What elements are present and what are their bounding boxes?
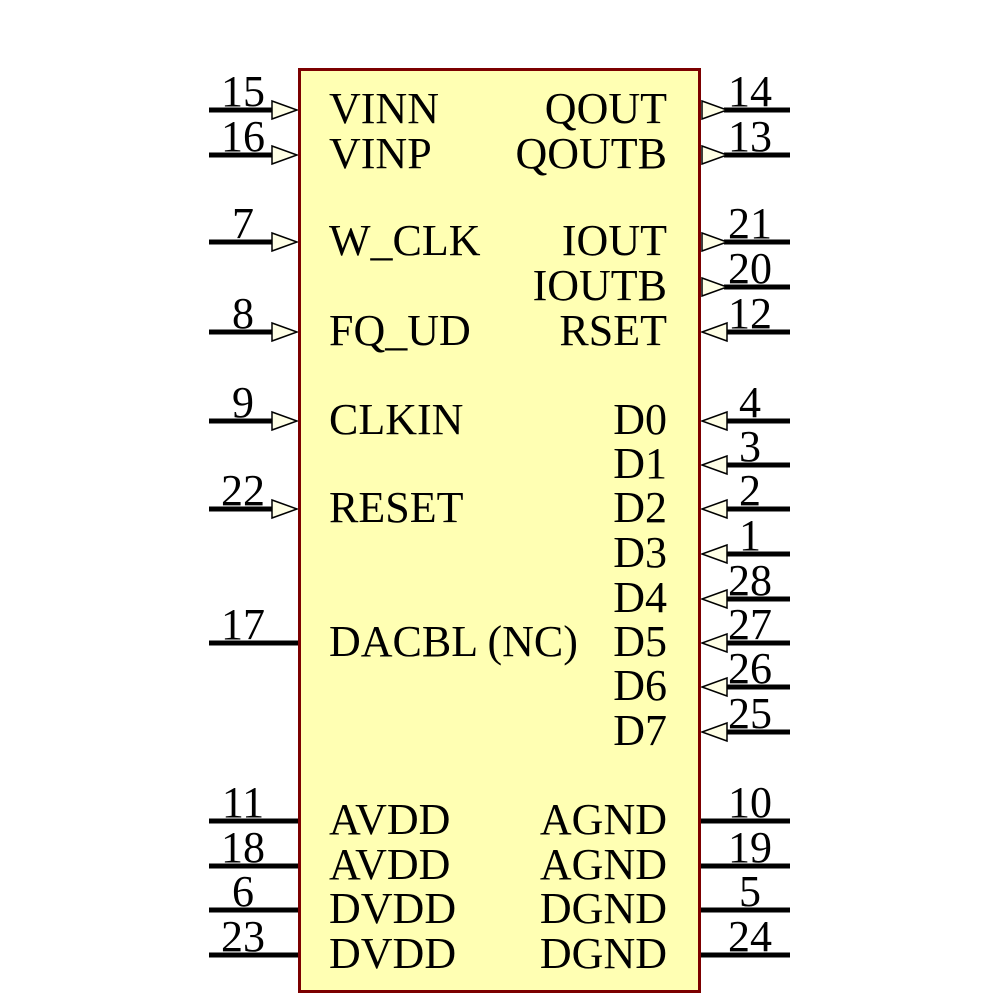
pin-label: FQ_UD <box>329 306 471 355</box>
pin-number: 10 <box>728 778 772 827</box>
pin-number: 1 <box>739 511 761 560</box>
pin-label: D3 <box>613 528 667 577</box>
pin-label: DVDD <box>329 929 457 978</box>
pin-number: 23 <box>221 912 265 961</box>
input-arrow-icon <box>699 410 728 432</box>
input-arrow-icon <box>271 498 300 520</box>
pin-number: 14 <box>728 67 772 116</box>
pin-label: DVDD <box>329 884 457 933</box>
pin-number: 4 <box>739 378 761 427</box>
pin-number: 28 <box>728 556 772 605</box>
input-arrow-icon <box>699 588 728 610</box>
pin-label: VINP <box>329 129 432 178</box>
input-arrow-icon <box>271 410 300 432</box>
pin-number: 21 <box>728 199 772 248</box>
input-arrow-icon <box>699 321 728 343</box>
output-arrow-icon <box>701 144 730 166</box>
input-arrow-icon <box>271 231 300 253</box>
pin-number: 9 <box>232 378 254 427</box>
pin-label: QOUTB <box>515 129 667 178</box>
pin-number: 24 <box>728 912 772 961</box>
input-arrow-icon <box>699 454 728 476</box>
pin-number: 7 <box>232 199 254 248</box>
pin-label: RESET <box>329 483 464 532</box>
input-arrow-icon <box>699 721 728 743</box>
pin-number: 16 <box>221 112 265 161</box>
pin-number: 26 <box>728 644 772 693</box>
pin-label: D6 <box>613 661 667 710</box>
pin-number: 12 <box>728 289 772 338</box>
pin-label: D0 <box>613 395 667 444</box>
pin-number: 3 <box>739 422 761 471</box>
pin-label: W_CLK <box>329 216 481 265</box>
pin-number: 19 <box>728 823 772 872</box>
pin-label: RSET <box>559 306 667 355</box>
pin-number: 27 <box>728 600 772 649</box>
pin-label: DGND <box>539 929 667 978</box>
input-arrow-icon <box>699 676 728 698</box>
pin-label: D7 <box>613 706 667 755</box>
pin-number: 5 <box>739 867 761 916</box>
pin-number: 6 <box>232 867 254 916</box>
pin-number: 17 <box>221 600 265 649</box>
pin-number: 20 <box>728 244 772 293</box>
pin-number: 8 <box>232 289 254 338</box>
pin-label: CLKIN <box>329 395 464 444</box>
output-arrow-icon <box>701 276 730 298</box>
pin-label: QOUT <box>544 84 667 133</box>
input-arrow-icon <box>271 321 300 343</box>
input-arrow-icon <box>699 632 728 654</box>
input-arrow-icon <box>271 99 300 121</box>
pin-number: 11 <box>221 778 265 827</box>
input-arrow-icon <box>699 543 728 565</box>
pin-label: D1 <box>613 439 667 488</box>
pin-number: 13 <box>728 112 772 161</box>
pin-label: IOUT <box>561 216 667 265</box>
chip-body <box>298 68 701 993</box>
pin-label: D4 <box>613 573 667 622</box>
pin-number: 2 <box>739 466 761 515</box>
pin-label: DACBL (NC) <box>329 617 578 666</box>
pin-label: DGND <box>539 884 667 933</box>
input-arrow-icon <box>699 498 728 520</box>
pin-number: 22 <box>221 466 265 515</box>
output-arrow-icon <box>701 231 730 253</box>
pin-label: AVDD <box>329 795 451 844</box>
pin-label: AGND <box>539 840 667 889</box>
input-arrow-icon <box>271 144 300 166</box>
pin-label: IOUTB <box>532 261 667 310</box>
pin-label: D2 <box>613 483 667 532</box>
pin-label: AGND <box>539 795 667 844</box>
pin-number: 25 <box>728 689 772 738</box>
pin-label: VINN <box>329 84 439 133</box>
pin-label: D5 <box>613 617 667 666</box>
pin-number: 15 <box>221 67 265 116</box>
pin-label: AVDD <box>329 840 451 889</box>
output-arrow-icon <box>701 99 730 121</box>
pin-number: 18 <box>221 823 265 872</box>
